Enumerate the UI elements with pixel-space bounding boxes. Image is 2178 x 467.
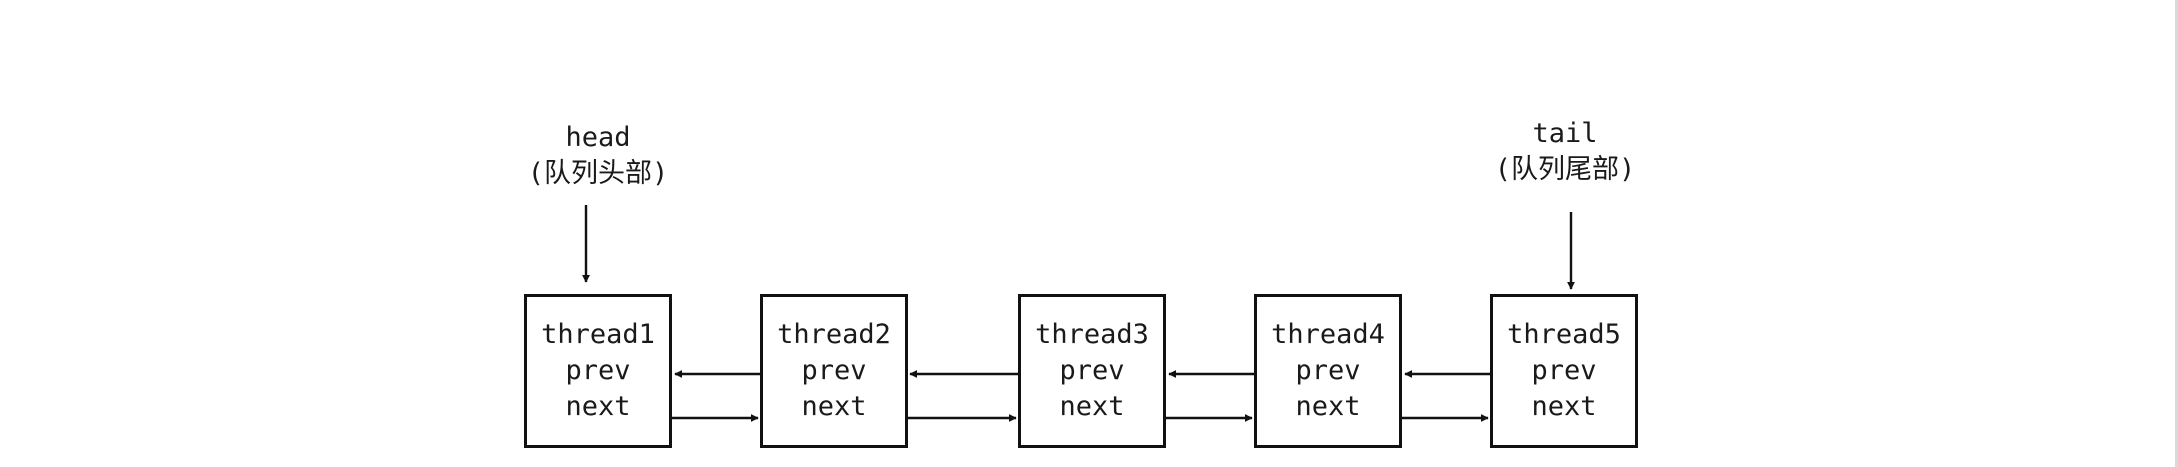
node-title: thread3: [1035, 319, 1149, 350]
node-prev: prev: [1295, 355, 1361, 386]
node-thread4: thread4 prev next: [1254, 294, 1402, 448]
tail-label-note: (队列尾部): [1494, 154, 1636, 185]
node-prev: prev: [801, 355, 867, 386]
node-title: thread2: [777, 319, 891, 350]
node-thread3: thread3 prev next: [1018, 294, 1166, 448]
tail-label-name: tail: [1532, 118, 1598, 149]
node-thread5: thread5 prev next: [1490, 294, 1638, 448]
node-next: next: [565, 391, 631, 422]
node-title: thread4: [1271, 319, 1385, 350]
node-next: next: [1295, 391, 1361, 422]
node-title: thread5: [1507, 319, 1621, 350]
node-next: next: [1531, 391, 1597, 422]
node-next: next: [1059, 391, 1125, 422]
head-label: head (队列头部): [528, 120, 669, 192]
tail-label: tail (队列尾部): [1495, 116, 1636, 188]
head-label-note: (队列头部): [527, 158, 669, 189]
node-prev: prev: [565, 355, 631, 386]
node-prev: prev: [1531, 355, 1597, 386]
node-prev: prev: [1059, 355, 1125, 386]
node-title: thread1: [541, 319, 655, 350]
node-thread1: thread1 prev next: [524, 294, 672, 448]
node-next: next: [801, 391, 867, 422]
node-thread2: thread2 prev next: [760, 294, 908, 448]
head-label-name: head: [565, 122, 631, 153]
